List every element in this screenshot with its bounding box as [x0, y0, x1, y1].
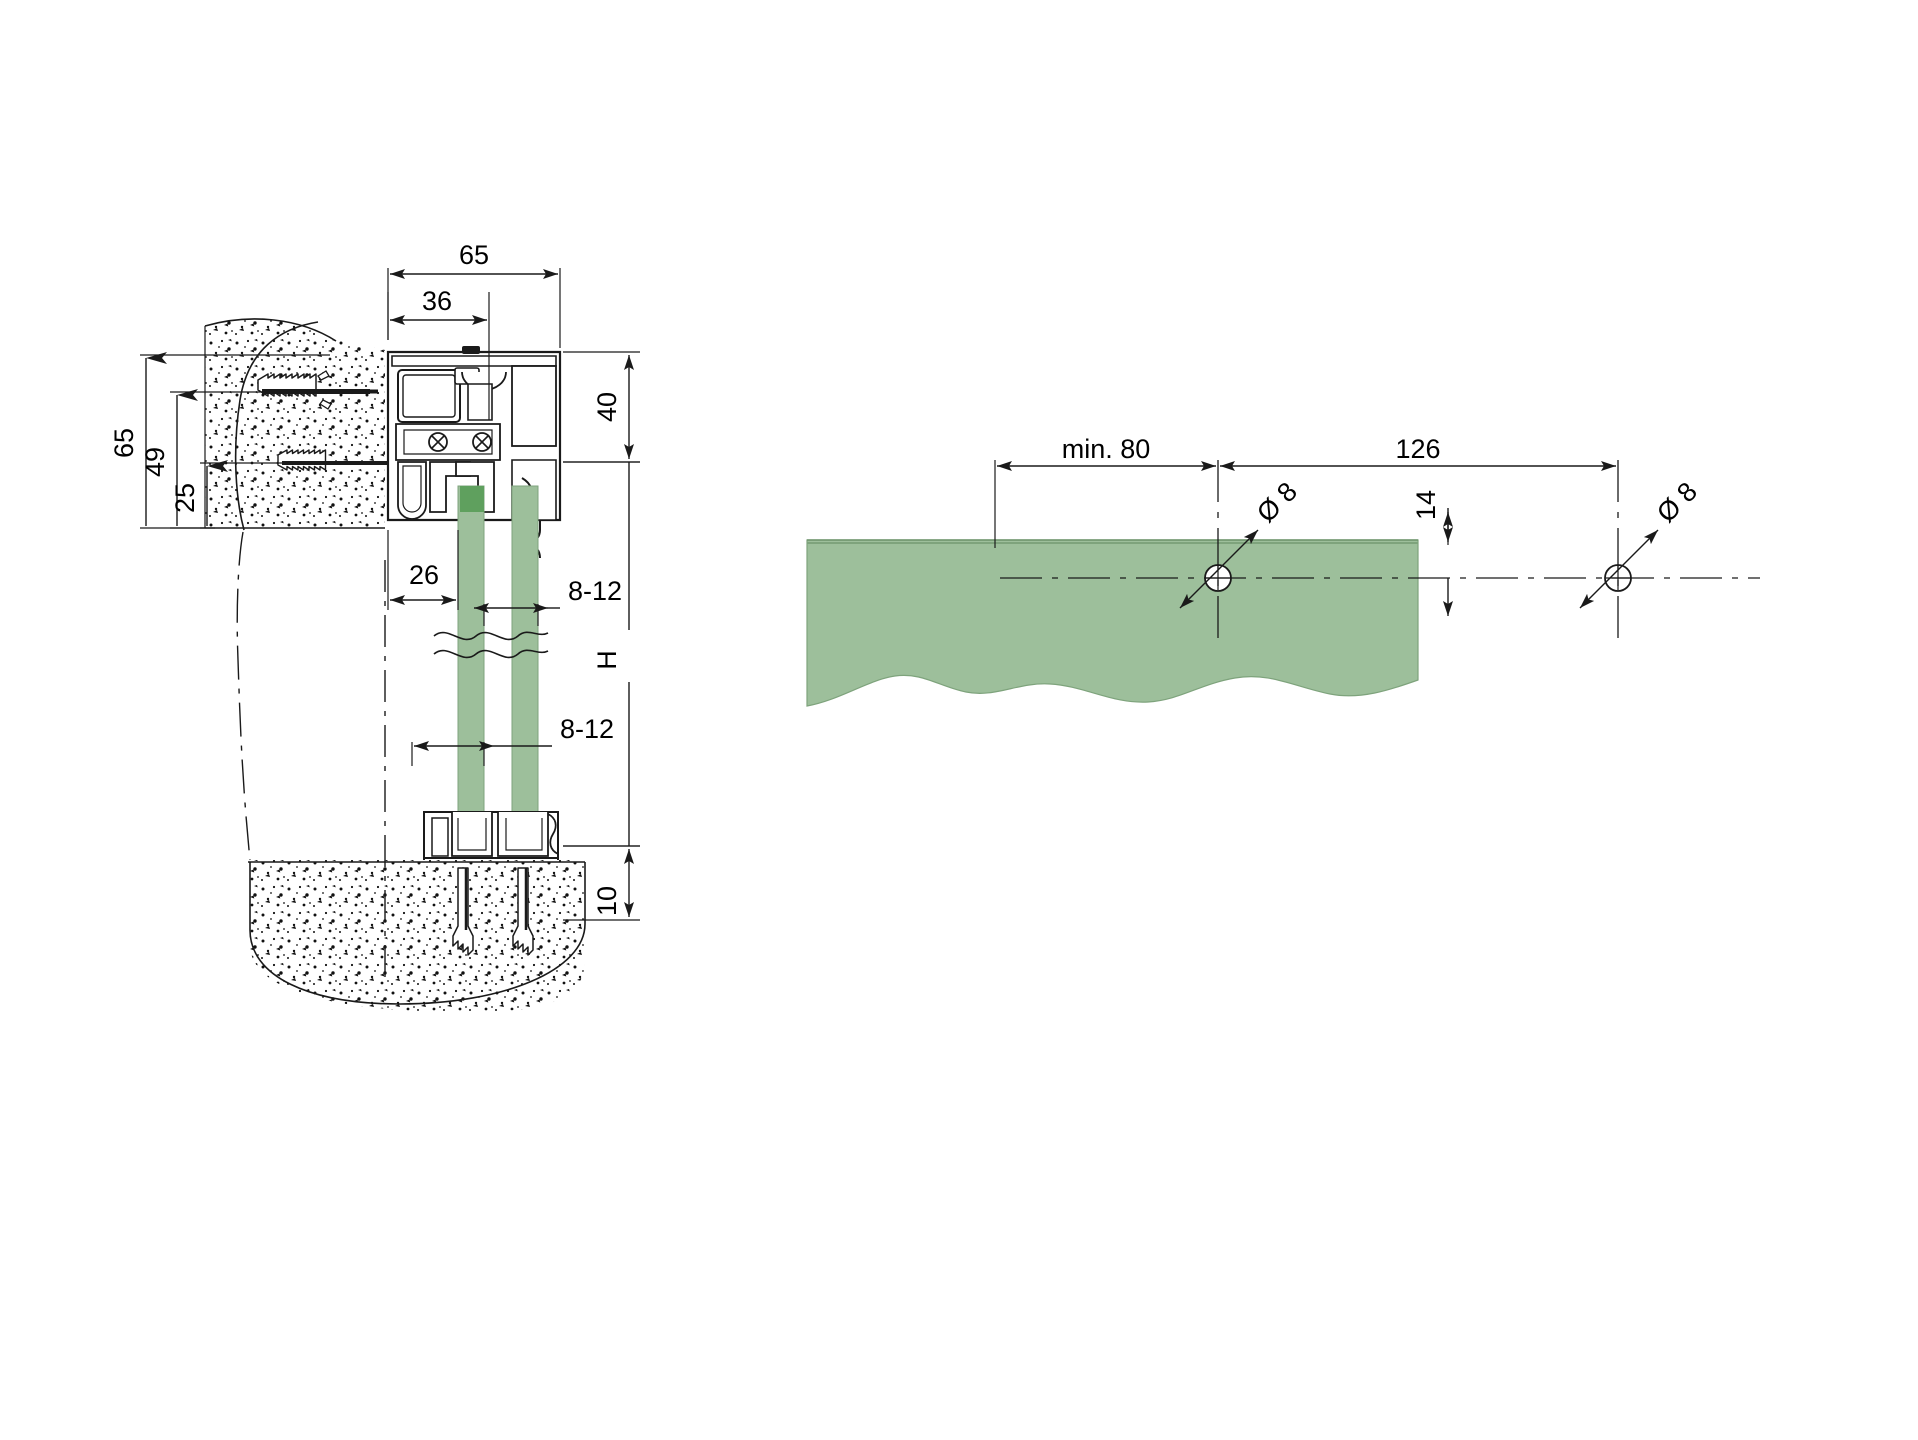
left-section-view: 65 36 65 49 25 — [109, 240, 640, 1012]
dimension-65-top: 65 — [387, 240, 561, 348]
dim-label-14: 14 — [1411, 490, 1441, 520]
dimension-14: 14 — [1411, 490, 1453, 616]
dim-label-8-12-upper: 8-12 — [568, 576, 622, 606]
dimension-8-12-lower: 8-12 — [411, 714, 614, 766]
dim-label-dia8-left: Ø 8 — [1251, 476, 1303, 528]
header-track-profile — [386, 346, 562, 559]
dimension-25: 25 — [170, 460, 290, 529]
dimension-H: H — [563, 461, 640, 847]
dimension-65-left: 65 — [109, 352, 330, 529]
glass-panel-elevation — [806, 539, 1419, 707]
dimension-49: 49 — [140, 389, 300, 529]
dim-label-36: 36 — [422, 286, 452, 316]
dim-label-min-80: min. 80 — [1062, 434, 1151, 464]
dimension-8-12-upper: 8-12 — [474, 576, 622, 626]
fixing-screw-right — [472, 432, 492, 452]
dim-label-26: 26 — [409, 560, 439, 590]
construction-centrelines — [236, 531, 386, 980]
dim-label-25: 25 — [170, 483, 200, 513]
dim-label-126: 126 — [1395, 434, 1440, 464]
dim-label-40: 40 — [592, 392, 622, 422]
dimension-36: 36 — [387, 286, 490, 420]
dimension-10: 10 — [563, 845, 640, 921]
dim-label-H: H — [592, 650, 622, 670]
dim-label-dia8-right: Ø 8 — [1651, 476, 1703, 528]
floor-anchor-right — [512, 867, 534, 956]
floor-guide-profile — [423, 811, 559, 863]
glass-door-leaf — [433, 485, 549, 857]
diameter-leader-right: Ø 8 — [1579, 476, 1703, 609]
dim-label-49: 49 — [140, 447, 170, 477]
right-glass-detail-view: min. 80 126 14 Ø 8 Ø 8 — [806, 434, 1760, 707]
dim-label-65-top: 65 — [459, 240, 489, 270]
dimension-126: 126 — [1220, 434, 1616, 471]
fixing-screw-left — [428, 432, 448, 452]
concrete-floor-lower — [248, 860, 586, 1012]
dim-label-8-12-lower: 8-12 — [560, 714, 614, 744]
dimension-40: 40 — [563, 351, 640, 463]
dim-label-10: 10 — [592, 886, 622, 916]
dim-label-65-left: 65 — [109, 428, 139, 458]
wall-anchor-lower — [277, 449, 390, 471]
dimension-min-80: min. 80 — [994, 434, 1216, 548]
dimension-26: 26 — [387, 530, 459, 610]
concrete-wall-upper — [204, 318, 385, 531]
floor-anchor-left — [452, 867, 474, 956]
